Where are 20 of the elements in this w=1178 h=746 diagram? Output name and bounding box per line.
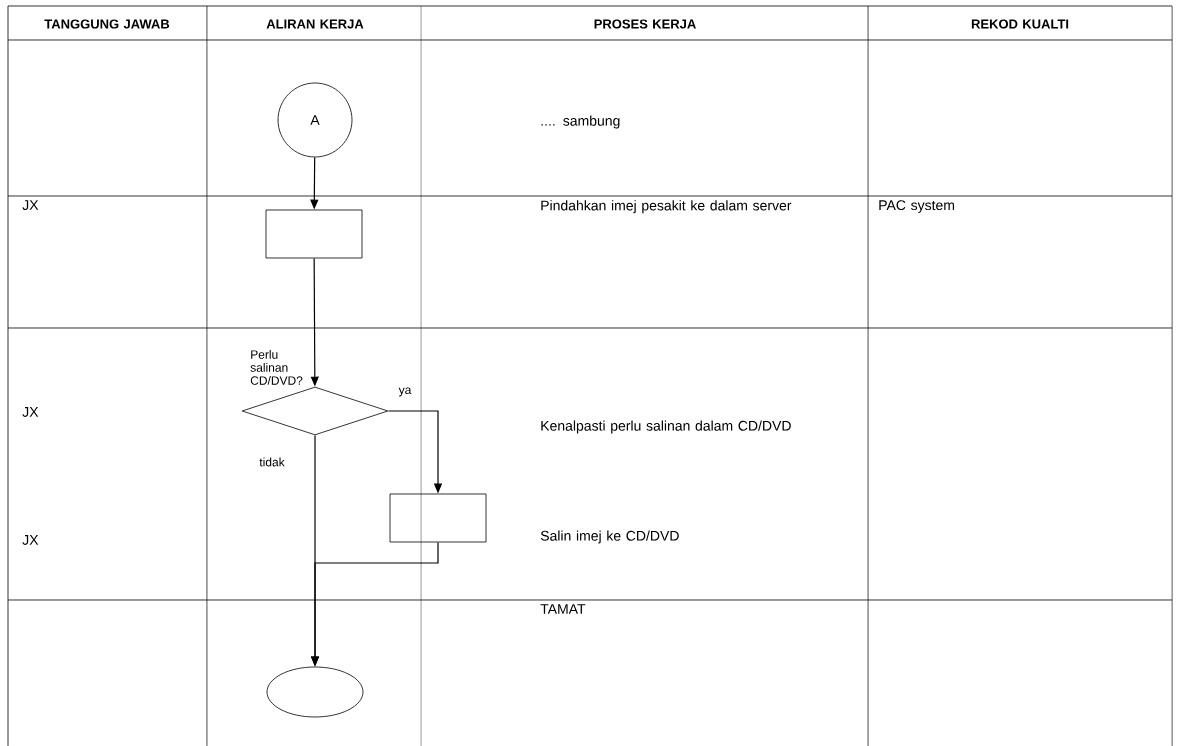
side-note: Perlu salinan CD/DVD? <box>250 350 303 385</box>
decision-diamond <box>241 386 389 436</box>
process-box <box>265 209 363 259</box>
column-header: TANGGUNG JAWAB <box>44 19 170 29</box>
column-header: REKOD KUALTI <box>971 19 1069 29</box>
table-text: PAC system <box>879 200 955 213</box>
table-text: .... sambung <box>541 115 620 129</box>
column-header: ALIRAN KERJA <box>266 19 364 29</box>
table-text: Pindahkan imej pesakit ke dalam server <box>541 200 792 214</box>
table-text: TAMAT <box>540 604 586 614</box>
column-header: PROSES KERJA <box>594 19 696 29</box>
edge-label: tidak <box>259 457 285 467</box>
process-box <box>389 493 487 543</box>
table-text: JX <box>22 535 39 545</box>
terminator-ellipse <box>266 666 364 718</box>
table-text: Kenalpasti perlu salinan dalam CD/DVD <box>541 420 791 434</box>
edge-label: ya <box>398 387 412 397</box>
table-text: JX <box>22 200 39 210</box>
table-text: JX <box>22 407 39 417</box>
table-text: Salin imej ke CD/DVD <box>540 530 679 544</box>
